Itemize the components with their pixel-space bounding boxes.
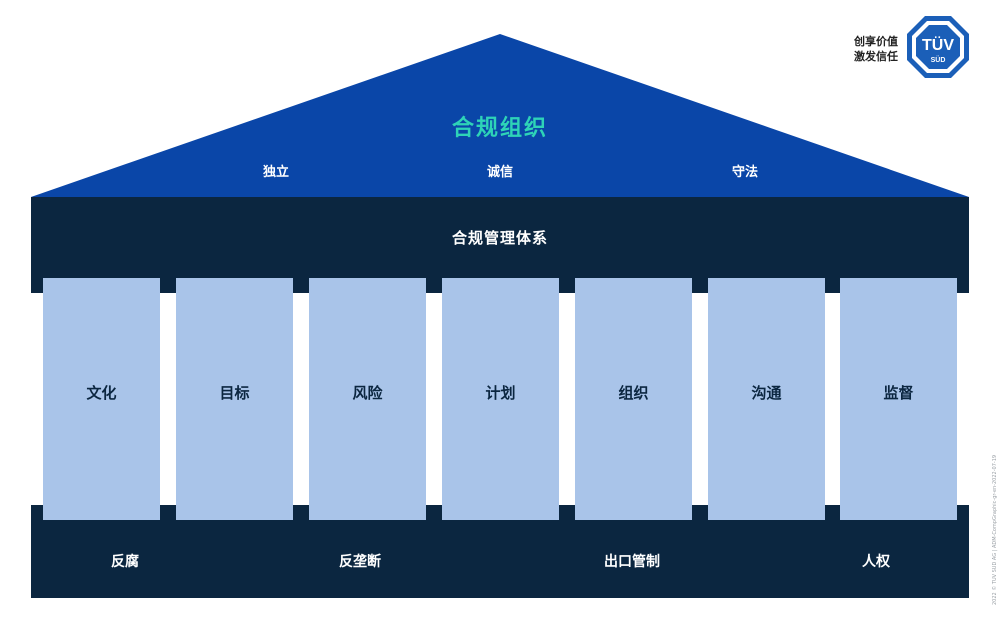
system-band: 合规管理体系	[31, 197, 969, 293]
pillar-communication: 沟通	[708, 278, 825, 520]
logo-mark-top: TÜV	[922, 35, 954, 54]
pillar-objectives: 目标	[176, 278, 293, 520]
pillar-planning: 计划	[442, 278, 559, 520]
system-title: 合规管理体系	[451, 229, 548, 247]
tuv-sud-logo-icon: TÜV SÜD	[907, 16, 969, 78]
foundation-label-export-control: 出口管制	[604, 554, 660, 570]
value-label-integrity: 诚信	[486, 165, 513, 180]
pillar-label: 沟通	[751, 384, 782, 402]
pillar-culture: 文化	[43, 278, 160, 520]
pillar-label: 监督	[883, 384, 914, 402]
logo-tagline-line2: 激发信任	[854, 50, 898, 63]
pillar-risk: 风险	[309, 278, 426, 520]
foundation-label-human-rights: 人权	[862, 554, 890, 570]
pillar-label: 计划	[485, 384, 516, 402]
roof-shape	[31, 34, 969, 208]
pillar-organization: 组织	[575, 278, 692, 520]
value-label-independence: 独立	[262, 165, 289, 180]
value-label-law-abiding: 守法	[731, 165, 758, 180]
foundation-label-anti-trust: 反垄断	[339, 554, 381, 570]
pillar-label: 风险	[352, 384, 383, 402]
foundation-band	[31, 505, 969, 598]
foundation-label-anti-corruption: 反腐	[111, 554, 139, 570]
logo-tagline: 创享价值 激发信任	[836, 34, 898, 64]
copyright-note: 2022 © TÜV SÜD AG | ADM-CompGraphic-gr-e…	[992, 440, 1000, 605]
logo-mark-bottom: SÜD	[931, 55, 946, 64]
pillar-label: 文化	[86, 384, 117, 402]
pillar-label: 组织	[618, 384, 649, 402]
pillar-monitoring: 监督	[840, 278, 957, 520]
copyright-text: 2022 © TÜV SÜD AG | ADM-CompGraphic-gr-e…	[992, 454, 998, 605]
roof-title: 合规组织	[451, 116, 548, 141]
pillar-label: 目标	[219, 384, 250, 402]
logo-tagline-line1: 创享价值	[854, 35, 898, 48]
